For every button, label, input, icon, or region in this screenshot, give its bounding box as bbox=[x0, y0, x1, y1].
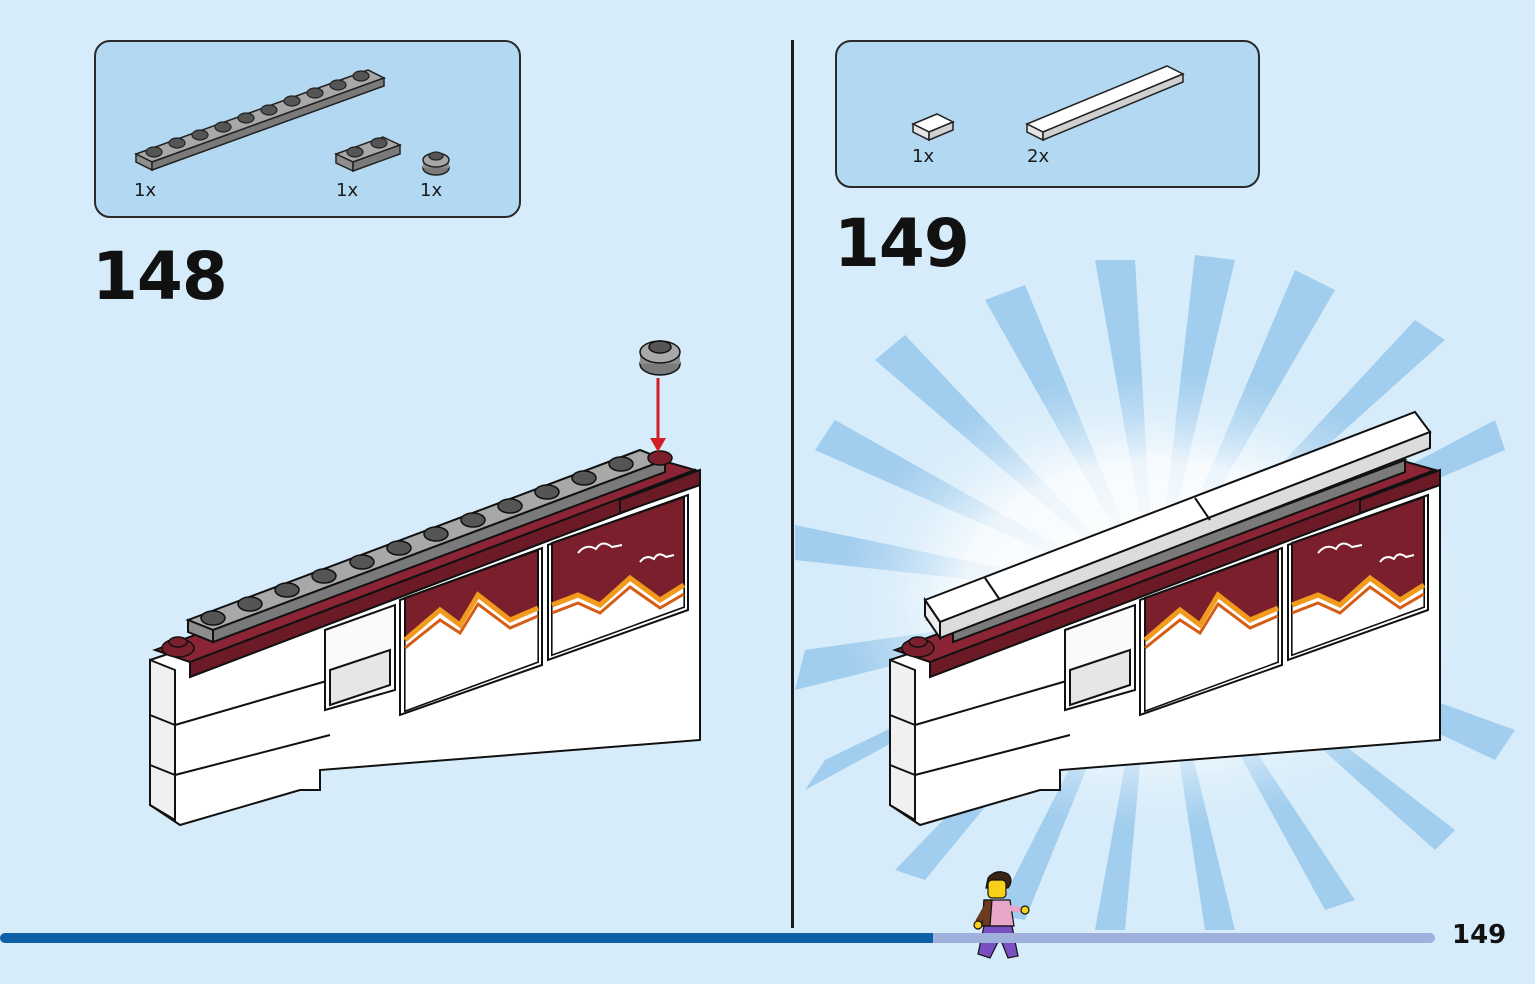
step-149-panel: 1x 2x 149 bbox=[795, 0, 1535, 984]
plate-1x2-icon bbox=[334, 136, 402, 173]
build-model-149 bbox=[795, 255, 1515, 930]
tile-1x6-icon bbox=[1025, 65, 1185, 142]
parts-callout-149: 1x 2x bbox=[835, 40, 1260, 188]
step-number: 149 bbox=[834, 205, 970, 282]
part-qty: 1x bbox=[134, 180, 157, 201]
part-qty: 1x bbox=[912, 146, 935, 167]
page-divider bbox=[791, 40, 794, 928]
step-number: 148 bbox=[92, 238, 228, 315]
step-148-panel: 1x 1x 1x 148 bbox=[92, 40, 701, 827]
round-plate-1x1-icon bbox=[422, 151, 450, 176]
minifigure-mascot bbox=[973, 871, 1030, 959]
plate-1x10-icon bbox=[134, 69, 386, 172]
parts-callout-148-illustration bbox=[134, 69, 450, 176]
build-model-148 bbox=[149, 340, 701, 827]
round-plate-part bbox=[639, 340, 681, 376]
part-qty: 2x bbox=[1027, 146, 1050, 167]
progress-bar bbox=[0, 933, 1435, 943]
parts-callout-148: 1x 1x 1x bbox=[94, 40, 521, 218]
page-number: 149 bbox=[1452, 920, 1507, 950]
tile-1x1-icon bbox=[911, 113, 955, 142]
progress-bar-fill bbox=[0, 933, 933, 943]
part-qty: 1x bbox=[336, 180, 359, 201]
parts-callout-149-illustration bbox=[911, 65, 1185, 142]
part-qty: 1x bbox=[420, 180, 443, 201]
